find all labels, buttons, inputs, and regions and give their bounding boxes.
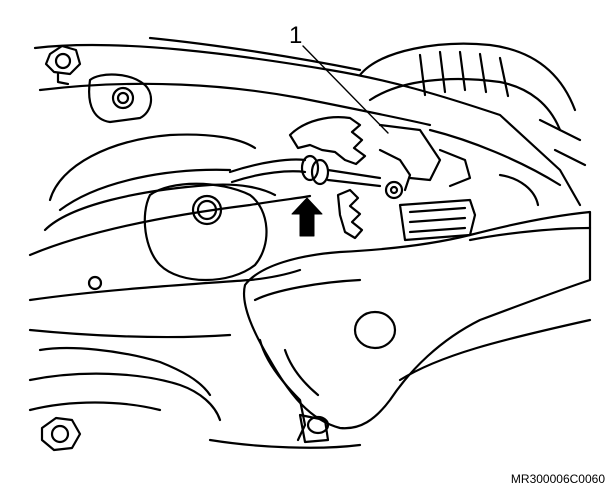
small-hole-left (87, 275, 103, 291)
lower-left-arm-2 (28, 401, 162, 412)
link-bushing (298, 413, 330, 444)
right-arm-upper (428, 128, 562, 187)
callout-leader-line (302, 45, 389, 134)
trailing-arm-lower-edge (28, 268, 302, 302)
upper-body-panel (33, 43, 582, 207)
top-left-nut (44, 44, 82, 86)
lower-arm-right-edge (468, 226, 592, 242)
right-bracket (498, 173, 540, 207)
spring-seat-mid (58, 168, 232, 212)
hose-grommet (300, 154, 382, 188)
bottom-frame (208, 438, 362, 449)
right-arm-detail (438, 148, 472, 188)
bottom-left-nut (40, 416, 82, 452)
hub-bushing (143, 182, 268, 281)
trailing-arm-upper-edge (28, 194, 312, 257)
caliper-mount-detail (408, 206, 467, 234)
upper-body-panel-inner (38, 82, 432, 127)
spring-seat-lower (43, 183, 277, 232)
callout-number: 1 (289, 22, 303, 49)
top-hose-ridges (418, 50, 510, 98)
lower-arm-flange (253, 278, 362, 302)
toothed-bracket (288, 116, 367, 166)
brake-hose-lower (230, 170, 307, 184)
up-arrow-icon (291, 197, 323, 237)
top-hose-lower (368, 77, 562, 132)
upper-left-bracket (88, 73, 153, 124)
top-hose (358, 42, 577, 112)
lower-left-arm (28, 372, 222, 422)
top-edge-line (148, 36, 362, 72)
right-panel-line (538, 118, 587, 167)
toothed-bracket-lower (336, 188, 364, 240)
trailing-arm-bottom (28, 328, 232, 339)
figure-identifier: MR300006C0060 (510, 472, 605, 486)
trailing-arm-curve (38, 346, 212, 397)
bracket-clip (378, 123, 442, 182)
stabilizer-link (258, 338, 307, 442)
stabilizer-link-2 (283, 348, 320, 397)
brake-hose-upper (228, 158, 307, 174)
spring-seat-upper (48, 133, 257, 202)
caliper-mount (398, 198, 477, 242)
lower-arm-lower-edge (398, 318, 592, 382)
lower-arm-hole (353, 310, 397, 350)
lower-arm-outline (242, 210, 592, 430)
retaining-bolt (378, 148, 412, 200)
